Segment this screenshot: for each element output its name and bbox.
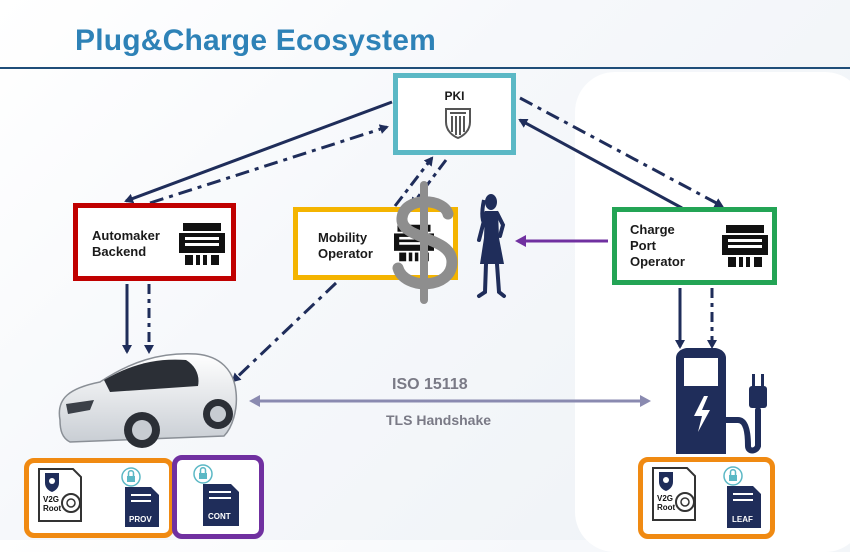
v2g-root-certificate-icon: V2G Root [652, 467, 696, 521]
station-certificates-group: V2G Root LEAF [638, 457, 775, 539]
arrow-mobility-to-pki [393, 156, 434, 207]
shield-icon [445, 108, 471, 140]
v2g-root-certificate-icon: V2G Root [38, 468, 82, 522]
root-label: Root [657, 503, 676, 512]
mobility-operator-node: Mobility Operator [293, 207, 458, 280]
v2g-label: V2G [657, 494, 673, 503]
prov-label: PROV [129, 515, 152, 524]
arrow-pki-to-automaker [124, 100, 393, 204]
arrow-pki-to-mobility [410, 159, 448, 207]
cpo-label: Charge Port Operator [630, 222, 685, 269]
automaker-label: Automaker Backend [92, 228, 160, 259]
pki-node: PKI [393, 73, 516, 155]
connection-arrows [122, 96, 724, 407]
mobility-label: Mobility Operator [318, 230, 373, 261]
automaker-backend-node: Automaker Backend [73, 203, 236, 281]
arrow-pki-to-cpo [519, 96, 724, 208]
title-divider [0, 67, 850, 69]
server-icon [394, 224, 434, 262]
pki-label: PKI [444, 89, 465, 103]
tls-handshake-label: TLS Handshake [386, 412, 492, 428]
cont-label: CONT [208, 512, 231, 521]
arrow-automaker-to-pki [149, 124, 389, 205]
leaf-certificate-icon: LEAF [723, 466, 761, 528]
vehicle-certificates-group: V2G Root PROV [24, 458, 174, 538]
arrow-cpo-to-pki [518, 118, 683, 210]
v2g-label: V2G [43, 495, 59, 504]
arrow-mobility-to-car [231, 281, 338, 383]
page-title: Plug&Charge Ecosystem [75, 24, 436, 57]
charge-port-operator-node: Charge Port Operator [612, 207, 777, 285]
root-label: Root [43, 504, 62, 513]
server-icon [179, 223, 225, 265]
leaf-label: LEAF [732, 515, 753, 524]
server-icon [722, 225, 768, 267]
iso15118-label: ISO 15118 [392, 376, 468, 393]
prov-certificate-icon: PROV [121, 467, 159, 527]
cont-certificate-icon: CONT [193, 464, 239, 526]
contract-certificate-group: CONT [172, 455, 264, 539]
